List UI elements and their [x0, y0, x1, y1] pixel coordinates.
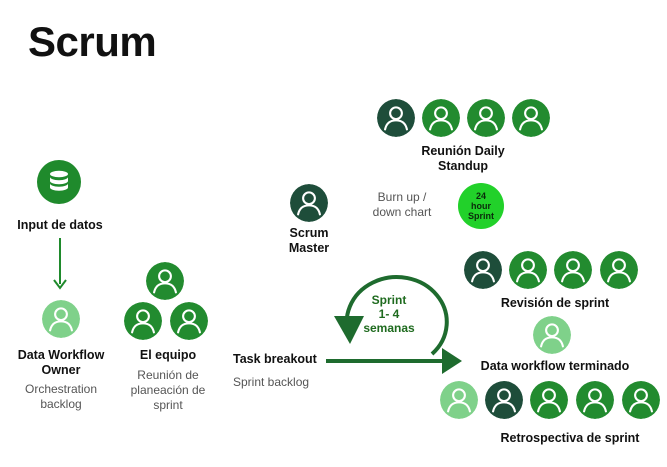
scrum-master-line1: Scrum — [289, 226, 329, 240]
badge-line2: hour — [471, 201, 491, 211]
down-arrow — [53, 238, 67, 290]
review-avatar-4 — [600, 251, 638, 289]
team-subtitle: Reunión de planeación de sprint — [118, 368, 218, 413]
retro-avatar-1 — [440, 381, 478, 419]
daily-line2: Standup — [438, 159, 488, 173]
retro-avatar-5 — [622, 381, 660, 419]
input-label: Input de datos — [17, 218, 103, 232]
daily-avatar-3 — [467, 99, 505, 137]
scrum-master-label: Scrum Master — [270, 226, 348, 256]
daily-avatar-4 — [512, 99, 550, 137]
review-avatar-1 — [464, 251, 502, 289]
scrum-master-line2: Master — [288, 241, 330, 255]
scrum-master-avatar — [290, 184, 328, 222]
team-avatar-right — [170, 302, 208, 340]
daily-avatar-2 — [422, 99, 460, 137]
badge-line1: 24 — [475, 191, 486, 201]
burn-chart-label: Burn up / down chart — [363, 190, 441, 220]
owner-sub-line1: Orchestration — [24, 382, 98, 396]
done-label: Data workflow terminado — [480, 359, 630, 373]
owner-avatar — [42, 300, 80, 338]
team-title: El equipo — [139, 348, 197, 362]
daily-label: Reunión Daily Standup — [403, 144, 523, 174]
review-avatar-3 — [554, 251, 592, 289]
task-subtitle: Sprint backlog — [233, 375, 310, 389]
task-title: Task breakout — [233, 352, 317, 366]
team-sub-line1: Reunión de — [137, 368, 199, 382]
retro-avatar-3 — [530, 381, 568, 419]
owner-subtitle: Orchestration backlog — [8, 382, 114, 412]
burn-line1: Burn up / — [377, 190, 427, 204]
retro-avatar-2 — [485, 381, 523, 419]
sprint-loop-arrow — [326, 275, 462, 374]
team-avatar-left — [124, 302, 162, 340]
owner-title-line1: Data Workflow — [17, 348, 105, 362]
team-avatar-top — [146, 262, 184, 300]
retro-label: Retrospectiva de sprint — [500, 431, 640, 445]
owner-sub-line2: backlog — [40, 397, 82, 411]
owner-title-line2: Owner — [41, 363, 81, 377]
database-icon — [37, 160, 81, 204]
burn-line2: down chart — [372, 205, 432, 219]
retro-avatar-4 — [576, 381, 614, 419]
page-title: Scrum — [28, 18, 157, 65]
daily-sprint-badge: 24 hour Sprint — [458, 183, 504, 229]
sprint-line3: semanas — [363, 321, 415, 335]
sprint-label: Sprint 1- 4 semanas — [357, 293, 421, 335]
team-sub-line3: sprint — [153, 398, 183, 412]
sprint-line1: Sprint — [371, 293, 407, 307]
daily-line1: Reunión Daily — [421, 144, 505, 158]
done-avatar — [533, 316, 571, 354]
team-sub-line2: planeación de — [130, 383, 206, 397]
review-avatar-2 — [509, 251, 547, 289]
sprint-line2: 1- 4 — [378, 307, 400, 321]
daily-avatar-1 — [377, 99, 415, 137]
owner-title: Data Workflow Owner — [8, 348, 114, 378]
badge-line3: Sprint — [468, 211, 494, 221]
review-label: Revisión de sprint — [500, 296, 610, 310]
